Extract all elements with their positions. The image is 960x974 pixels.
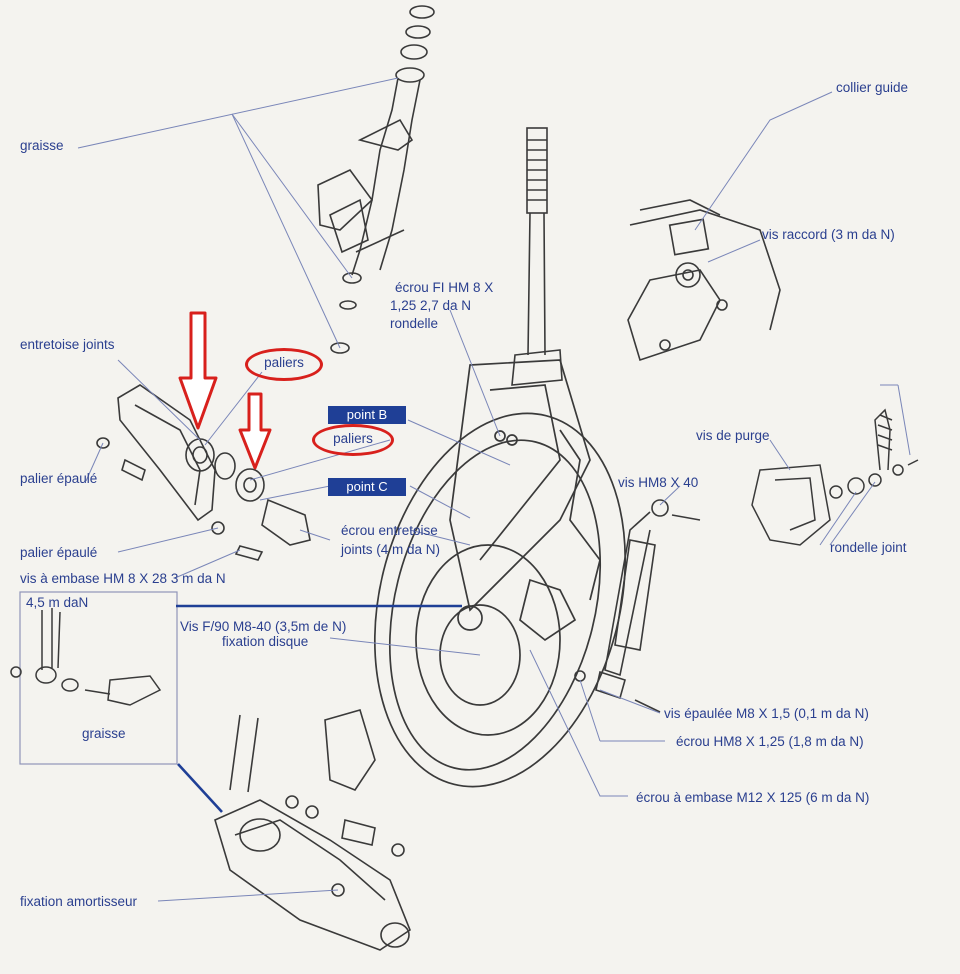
label-graisse-inset: graisse (82, 726, 126, 741)
brake-caliper (751, 408, 919, 546)
label-ecrou-embase: écrou à embase M12 X 125 (6 m da N) (636, 790, 870, 805)
label-palier-epaule-1: palier épaulé (20, 471, 98, 486)
label-vis-hm8: vis HM8 X 40 (618, 475, 699, 490)
label-entretoise-joints: entretoise joints (20, 337, 115, 352)
label-palier-epaule-2: palier épaulé (20, 545, 98, 560)
red-arrow-1 (178, 311, 218, 430)
front-wheel (373, 359, 627, 788)
label-fixation-disque: fixation disque (222, 634, 309, 649)
collier-guide-part (627, 199, 781, 362)
label-vis-epaulee: vis épaulée M8 X 1,5 (0,1 m da N) (664, 706, 869, 721)
label-paliers-1: paliers (264, 355, 304, 370)
label-point-b: point B (328, 406, 406, 424)
label-point-c: point C (328, 478, 406, 496)
label-paliers-2: paliers (333, 431, 373, 446)
highlight-oval-paliers-2: paliers (312, 424, 394, 456)
fork-tube (511, 127, 563, 386)
shock-absorber (574, 499, 701, 713)
label-vis-raccord: vis raccord (3 m da N) (762, 227, 895, 242)
inset-detail (10, 591, 178, 765)
steering-stem (317, 5, 435, 354)
rear-mount (214, 709, 411, 951)
red-arrow-2 (238, 392, 272, 470)
highlight-arrows (178, 311, 272, 470)
label-ecrou-fi-1: écrou FI HM 8 X (395, 280, 494, 295)
swing-arm-parts (96, 384, 311, 561)
label-ecrou-entretoise-1: écrou entretoise (341, 523, 438, 538)
leader-lines (77, 77, 911, 902)
label-ecrou-hm8: écrou HM8 X 1,25 (1,8 m da N) (676, 734, 864, 749)
label-vis-embase: vis à embase HM 8 X 28 3 m da N (20, 571, 226, 586)
label-rondelle-joint: rondelle joint (830, 540, 907, 555)
highlight-oval-paliers-1: paliers (245, 348, 323, 381)
label-ecrou-entretoise-2: joints (4 m da N) (341, 542, 441, 557)
label-vis-de-purge: vis de purge (696, 428, 770, 443)
label-rondelle: rondelle (390, 316, 439, 331)
label-ecrou-fi-2: 1,25 2,7 da N (390, 298, 472, 313)
label-vis-f90: Vis F/90 M8-40 (3,5m de N) (180, 619, 347, 634)
label-collier-guide: collier guide (836, 80, 909, 95)
label-torque-45: 4,5 m daN (26, 595, 89, 610)
label-fixation-amortisseur: fixation amortisseur (20, 894, 138, 909)
label-graisse-top: graisse (20, 138, 64, 153)
callout-connectors (176, 604, 462, 813)
